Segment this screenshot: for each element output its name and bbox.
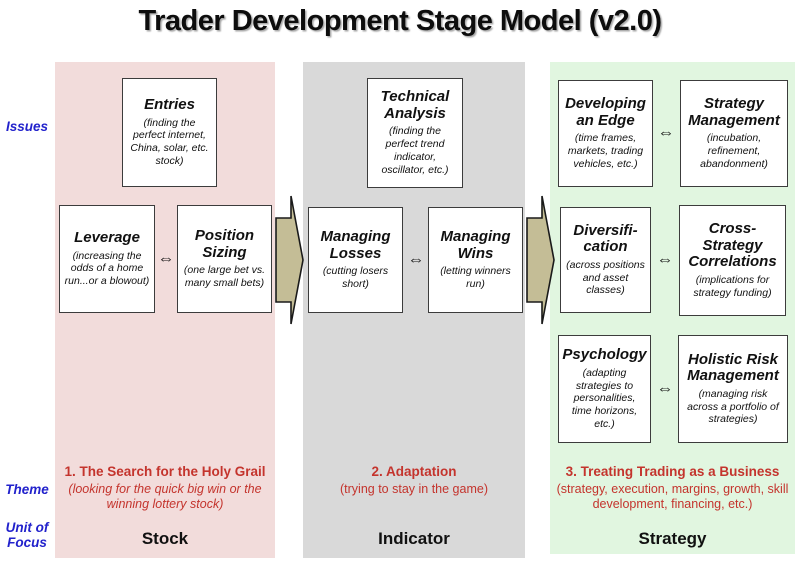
stage1-to-stage2-arrow-icon — [275, 195, 304, 325]
issue-box-subtext: (managing risk across a portfolio of str… — [687, 387, 779, 426]
row-label-issues: Issues — [5, 119, 49, 134]
issue-box-title: Position Sizing — [194, 227, 255, 261]
issue-box-entries: Entries (finding the perfect internet, C… — [122, 78, 217, 187]
stage3-theme-subtext: (strategy, execution, margins, growth, s… — [556, 481, 789, 511]
double-arrow-icon: ⇔ — [407, 250, 425, 269]
issue-box-diversification: Diversifi-cation (across positions and a… — [560, 207, 651, 313]
issue-box-title: Strategy Management — [688, 95, 780, 129]
issue-box-subtext: (incubation, refinement, abandonment) — [700, 132, 768, 170]
issue-box-title: Entries — [144, 96, 195, 114]
issue-box-subtext: (finding the perfect internet, China, so… — [130, 116, 209, 168]
double-arrow-icon: ⇔ — [656, 250, 674, 269]
issue-box-developing-an-edge: Developing an Edge (time frames, markets… — [558, 80, 653, 187]
stage2-theme: 2. Adaptation (trying to stay in the gam… — [305, 463, 523, 497]
issue-box-title: Psychology — [562, 346, 647, 364]
row-label-unit-of-focus: Unit of Focus — [0, 520, 54, 551]
stage1-unit-of-focus: Stock — [141, 529, 189, 548]
issue-box-title: Cross-Strategy Correlations — [688, 220, 777, 271]
issue-box-title: Leverage — [74, 229, 140, 247]
issue-box-title: Technical Analysis — [380, 88, 450, 122]
diagram-title: Trader Development Stage Model (v2.0) — [138, 5, 662, 37]
stage3-theme-heading: 3. Treating Trading as a Business — [565, 464, 780, 479]
issue-box-title: Managing Losses — [320, 228, 391, 262]
issue-box-subtext: (cutting losers short) — [322, 265, 389, 290]
issue-box-position-sizing: Position Sizing (one large bet vs. many … — [177, 205, 272, 313]
row-label-unit-line1: Unit of — [5, 520, 49, 535]
issue-box-cross-strategy-correlations: Cross-Strategy Correlations (implication… — [679, 205, 786, 316]
issue-box-subtext: (finding the perfect trend indicator, os… — [381, 125, 449, 176]
issue-box-technical-analysis: Technical Analysis (finding the perfect … — [367, 78, 463, 188]
issue-box-holistic-risk-management: Holistic Risk Management (managing risk … — [678, 335, 788, 443]
issue-box-subtext: (across positions and asset classes) — [566, 258, 645, 297]
issue-box-subtext: (one large bet vs. many small bets) — [183, 264, 266, 289]
issue-box-subtext: (increasing the odds of a home run...or … — [64, 249, 150, 288]
double-arrow-icon: ⇔ — [656, 379, 674, 398]
stage1-theme-subtext: (looking for the quick big win or the wi… — [68, 481, 262, 511]
stage2-theme-heading: 2. Adaptation — [371, 464, 457, 479]
row-label-theme: Theme — [5, 482, 49, 497]
issue-box-subtext: (implications for strategy funding) — [693, 273, 772, 299]
issue-box-subtext: (adapting strategies to personalities, t… — [571, 366, 638, 430]
issue-box-strategy-management: Strategy Management (incubation, refinem… — [680, 80, 788, 187]
stage1-theme: 1. The Search for the Holy Grail (lookin… — [57, 463, 273, 512]
issue-box-psychology: Psychology (adapting strategies to perso… — [558, 335, 651, 443]
row-label-unit-line2: Focus — [7, 534, 47, 550]
issue-box-subtext: (time frames, markets, trading vehicles,… — [567, 132, 644, 170]
stage2-theme-subtext: (trying to stay in the game) — [340, 481, 488, 496]
stage1-theme-heading: 1. The Search for the Holy Grail — [64, 464, 266, 479]
double-arrow-icon: ⇔ — [657, 123, 675, 142]
issue-box-managing-wins: Managing Wins (letting winners run) — [428, 207, 523, 313]
issue-box-title: Diversifi-cation — [573, 221, 638, 256]
stage3-theme: 3. Treating Trading as a Business (strat… — [551, 463, 794, 512]
issue-box-title: Managing Wins — [440, 228, 511, 262]
issue-box-subtext: (letting winners run) — [440, 265, 511, 290]
issue-box-title: Developing an Edge — [565, 95, 646, 129]
double-arrow-icon: ⇔ — [157, 249, 175, 268]
stage3-unit-of-focus: Strategy — [638, 529, 707, 548]
issue-box-managing-losses: Managing Losses (cutting losers short) — [308, 207, 403, 313]
stage2-unit-of-focus: Indicator — [378, 529, 450, 548]
issue-box-title: Holistic Risk Management — [687, 350, 779, 385]
issue-box-leverage: Leverage (increasing the odds of a home … — [59, 205, 155, 313]
